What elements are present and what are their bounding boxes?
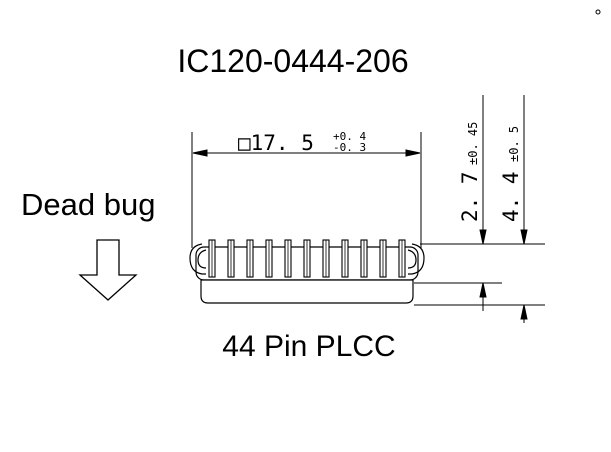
orientation-label: Dead bug [21, 187, 155, 222]
total-height-dimension [520, 95, 528, 323]
down-arrow-icon [78, 239, 138, 301]
height-extension-lines [414, 243, 545, 306]
end-leads [189, 243, 425, 275]
width-value: □17. 5 [238, 131, 314, 155]
total-height-value: 4. 4 [499, 171, 523, 222]
package-label: 44 Pin PLCC [222, 330, 395, 363]
body-height-value: 2. 7 [458, 171, 482, 222]
part-number-title: IC120-0444-206 [177, 43, 408, 79]
width-tol-minus: -0. 3 [333, 141, 366, 154]
pin-row [208, 239, 406, 278]
width-dimension [191, 132, 422, 248]
body-height-tol: ±0. 45 [466, 122, 480, 165]
width-tol-plus: +0. 4 [333, 130, 366, 143]
body-height-dimension [479, 95, 487, 311]
small-circle-icon [595, 9, 601, 15]
total-height-tol: ±0. 5 [507, 126, 521, 162]
